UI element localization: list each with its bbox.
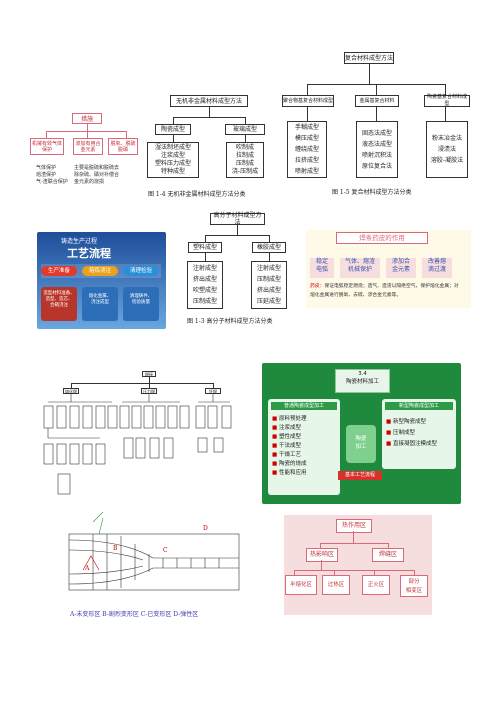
ceramic-right-item: ■ 新型陶瓷成型 (386, 419, 426, 425)
ceramic-right-header: 新型陶瓷成型加工 (385, 402, 453, 410)
flow-step-2: 熔炼浇注 (82, 266, 118, 276)
fig14-ceramic-items: 湿法制坯成型 注浆成型 塑料压力成型 特种成型 (147, 142, 199, 178)
deformation-drawing: A B C D (68, 511, 240, 591)
zone-c: C (163, 547, 168, 554)
ceramic-left-item: ■ 塑性成型 (272, 434, 301, 440)
haz-mid-heat: 热影响区 (306, 548, 338, 562)
measures-top: 措施 (72, 113, 102, 124)
fig13-rubber: 橡胶成型 (252, 242, 286, 253)
flow-step-1: 生产准备 (41, 266, 77, 276)
ceramic-left-item: ■ 干燥工艺 (272, 452, 301, 458)
fig14-root: 无机非金属材料成型方法 (170, 95, 248, 107)
flow-sub-2: 熔化金属、 浇注成型 (82, 287, 118, 321)
measure-desulfur: 脱氧、脱硫脱磷 (108, 138, 138, 155)
coating-cell-1: 稳定 电弧 (310, 258, 334, 278)
coating-body-label: 药皮： (310, 284, 325, 289)
flow-sub-1: 造型材料准备、 造型、造芯、 合箱浇注 (41, 287, 77, 321)
fig14-glass: 玻璃成型 (225, 124, 265, 135)
haz-tree: 热作用区 热影响区 焊缝区 半熔化区 过热区 正火区 部分 相变区 (284, 515, 432, 615)
casting-flow-panel: 铸造生产过程 工艺流程 生产准备 熔炼浇注 清理检验 造型材料准备、 造型、造芯… (37, 232, 166, 329)
coating-panel: 焊条药皮的作用 稳定 电弧 气体、熔渣 机械保护 渗加合 金元素 改善熔 滴过渡… (306, 230, 471, 308)
flow-sub-3: 清理铸件、 检验质量 (123, 287, 159, 321)
casting-banner: 铸造生产过程 (61, 238, 98, 245)
ceramic-bottom-label: 基本工艺流程 (338, 471, 382, 480)
coating-cell-4: 改善熔 滴过渡 (422, 258, 452, 278)
zone-d: D (203, 525, 208, 532)
zone-b: B (113, 545, 118, 552)
ceramic-title: 3.4 陶瓷材料加工 (335, 369, 390, 393)
haz-top: 热作用区 (336, 519, 372, 533)
haz-normalize: 正火区 (362, 575, 390, 595)
coating-cell-3: 渗加合 金元素 (386, 258, 416, 278)
tree-branch-fusion: 熔化焊 (63, 388, 79, 394)
measure-note-right: 主要是脱硫和脱硫去 除杂硫、磷对补偿合 金元素的烧损 (74, 165, 120, 185)
measure-gas-protection: 机械有效气体保护 (30, 138, 64, 155)
fig15-polymer-items: 手糊成型 模压成型 缠绕成型 拉挤成型 喷射成型 (287, 121, 327, 178)
coating-title: 焊条药皮的作用 (336, 232, 428, 244)
fig14-caption: 图 1-4 无机非金属材料成型方法分类 (148, 191, 246, 198)
ceramic-left-item: ■ 注浆成型 (272, 425, 301, 431)
measure-alloy: 渗加有用合金元素 (73, 138, 103, 155)
fig13-plastic-items: 注射成型 挤出成型 吹塑成型 压制成型 (187, 261, 223, 309)
zone-a: A (84, 565, 90, 572)
flow-step-3: 清理检验 (123, 266, 159, 276)
fig14-glass-items: 吹制成 拉制成 压制成 浇-压制成 (226, 142, 264, 178)
haz-partial-melt: 半熔化区 (285, 575, 317, 595)
fig15-polymer: 聚合物基复合材料成型 (282, 95, 334, 107)
tree-branch-pressure: 压力焊 (141, 388, 157, 394)
fig15-metal: 金属基复合材料 (355, 95, 399, 107)
ceramic-right-item: ■ 直接凝固注模成型 (386, 441, 437, 447)
ceramic-left-item: ■ 干法成型 (272, 443, 301, 449)
welding-tree-leaves (43, 394, 232, 495)
fig13-rubber-items: 注射成型 压制成型 挤出成型 压延成型 (251, 261, 287, 309)
ceramic-center: 陶瓷 加工 (346, 425, 376, 463)
fig15-root: 复合材料成型方法 (344, 52, 394, 64)
haz-mid-weld: 焊缝区 (372, 548, 404, 562)
ceramic-right-item: ■ 压制成型 (386, 430, 415, 436)
fig15-metal-items: 固态法成型 液态法成型 喷射沉积法 原位复合法 (356, 121, 398, 178)
fig15-caption: 图 1-5 复合材料成型方法分类 (332, 189, 412, 196)
ceramic-left-item: ■ 原料预处理 (272, 416, 307, 422)
fig15-ceramic-items: 粉末冶金法 浸渍法 溶胶-凝胶法 (426, 121, 468, 178)
fig13-root: 高分子材料成型方法 (210, 212, 265, 226)
tree-branch-brazing: 钎焊 (205, 388, 221, 394)
measure-note-left: 气体保护 熔渣保护 气-渣联合保护 (36, 165, 68, 185)
ceramic-left-header: 普通陶瓷成型加工 (271, 402, 337, 410)
fig13-plastic: 塑料成型 (188, 242, 222, 253)
casting-title: 工艺流程 (67, 247, 111, 260)
coating-cell-2: 气体、熔渣 机械保护 (340, 258, 380, 278)
coating-body: 保证电弧稳定燃烧；造气、造渣以隔绝空气，保护熔化金属；对熔化金属进行脱氧、去硫、… (310, 284, 459, 298)
haz-partial-phase: 部分 相变区 (400, 575, 428, 597)
ceramic-left-item: ■ 陶瓷的烧成 (272, 461, 307, 467)
fig13-caption: 图 1-3 高分子材料成型方法分类 (187, 318, 273, 325)
fig15-ceramic: 陶瓷基复合材料成型 (424, 94, 470, 107)
tree-root: 焊接 (142, 371, 156, 377)
deformation-caption: A-未变形区 B-剧烈变形区 C-已变形区 D-弹性区 (70, 611, 199, 618)
haz-overheat: 过热区 (322, 575, 350, 595)
fig14-ceramic: 陶瓷成型 (155, 124, 191, 135)
ceramic-left-item: ■ 性能和应用 (272, 470, 307, 476)
ceramic-panel: 3.4 陶瓷材料加工 普通陶瓷成型加工 ■ 原料预处理 ■ 注浆成型 ■ 塑性成… (262, 363, 461, 504)
